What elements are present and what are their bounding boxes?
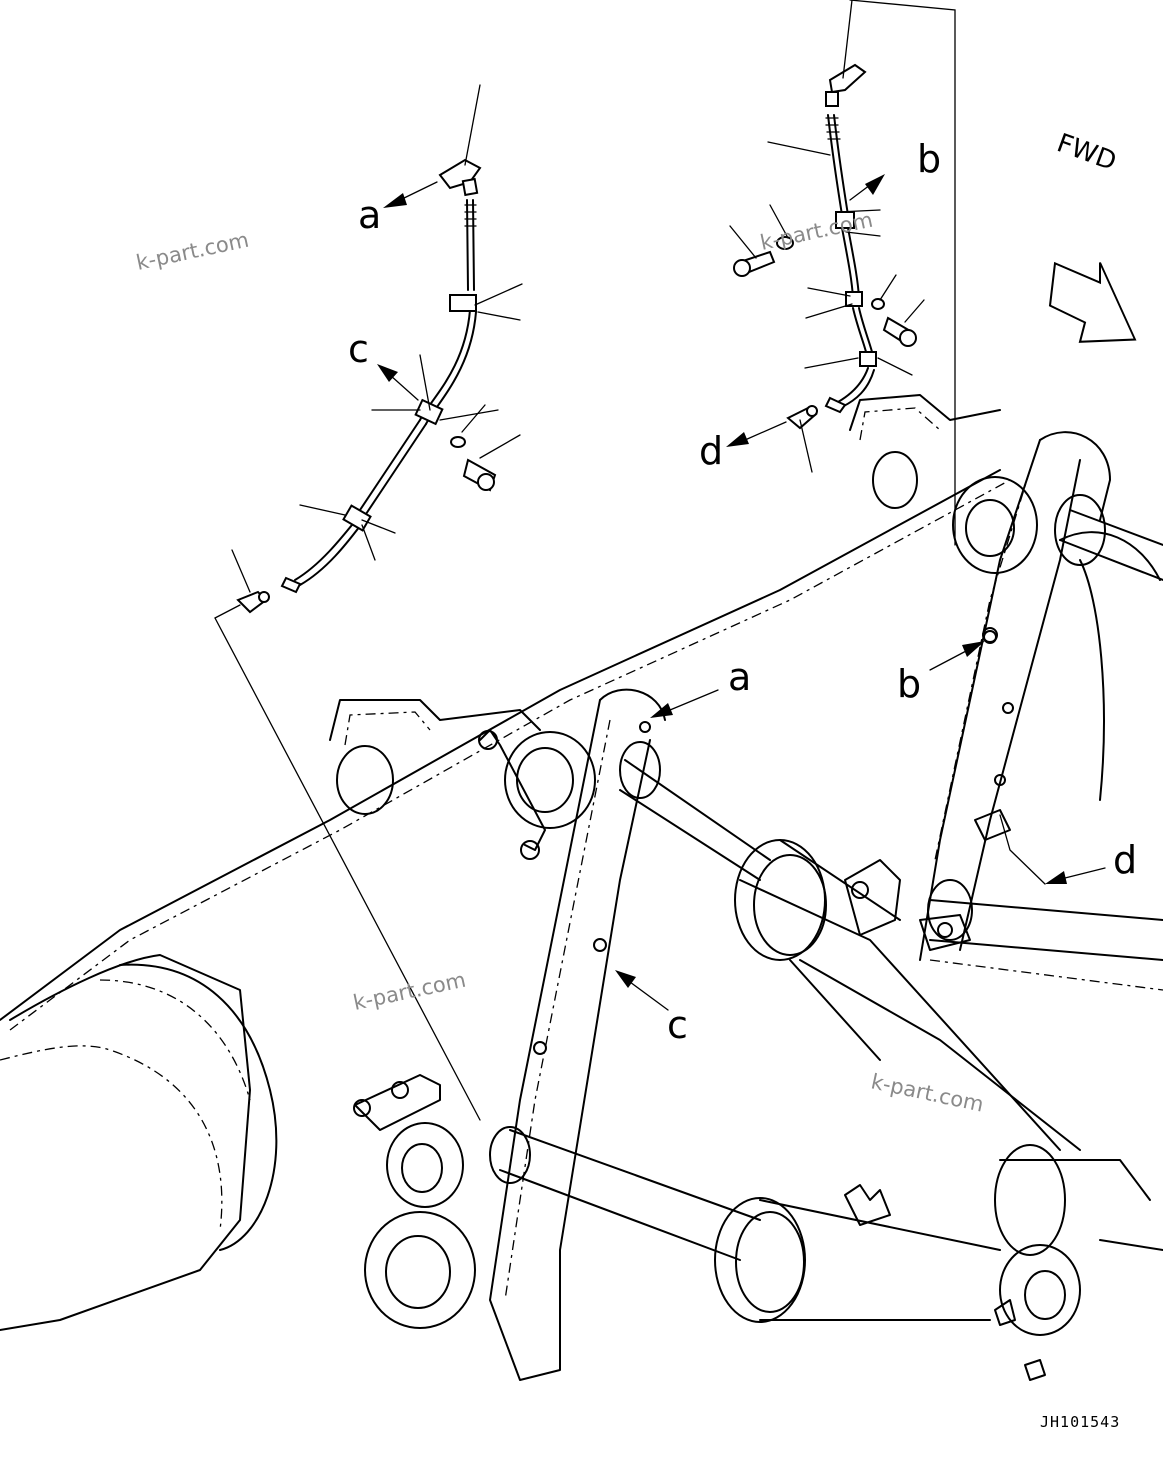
drawing-code: JH101543 [1040, 1413, 1120, 1431]
right-hose-assembly [726, 0, 956, 546]
callout-c-top: c [348, 327, 369, 371]
callout-arrows [615, 630, 1106, 1011]
callout-a-top: a [358, 193, 381, 237]
callout-c-main: c [667, 1003, 688, 1047]
left-link-arm [353, 688, 666, 1381]
left-hose-assembly [214, 84, 523, 1121]
callout-a-main: a [728, 655, 751, 699]
hydraulic-cylinders [489, 494, 1163, 1381]
fwd-arrow-icon: FWD [1048, 128, 1137, 343]
callout-d-main: d [1113, 838, 1137, 882]
watermark: k-part.com [869, 1069, 986, 1116]
boom-frame [0, 394, 1011, 1331]
callout-d-top: d [699, 429, 723, 473]
watermark: k-part.com [351, 968, 468, 1015]
callout-b-main: b [897, 662, 921, 706]
fwd-label: FWD [1053, 128, 1120, 177]
callout-b-top: b [917, 137, 941, 181]
watermark: k-part.com [134, 228, 251, 275]
right-link-arm [919, 431, 1161, 1336]
